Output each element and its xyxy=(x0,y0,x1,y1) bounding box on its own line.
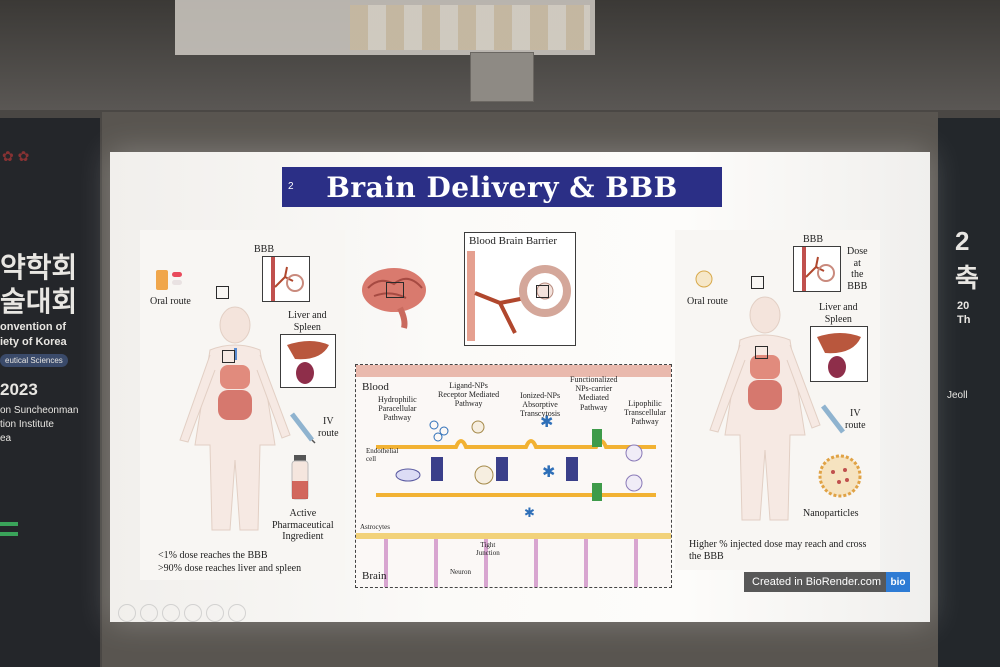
pen-icon[interactable] xyxy=(162,604,180,622)
human-body-illustration xyxy=(179,306,291,531)
banner-year: 2023 xyxy=(0,380,38,399)
neuron-label: Neuron xyxy=(450,568,471,576)
bbb-inset xyxy=(262,256,310,302)
biorender-watermark: Created in BioRender.com bio xyxy=(744,572,910,592)
svg-text:✱: ✱ xyxy=(542,462,555,481)
iv-route-label: IV route xyxy=(318,416,339,439)
svg-text:✱: ✱ xyxy=(540,412,553,431)
nanoparticle-icon xyxy=(818,454,862,498)
vial-icon xyxy=(291,455,309,500)
nanoparticle-small-icon xyxy=(695,270,713,288)
ceiling-reflection xyxy=(350,5,590,50)
vessel-illustration xyxy=(467,251,571,341)
banner-green-bar xyxy=(0,532,18,536)
left-note-2: >90% dose reaches liver and spleen xyxy=(158,563,302,574)
banner-line: iety of Korea xyxy=(0,336,67,348)
banner-line: 20 xyxy=(957,300,970,312)
banner-line: Jeoll xyxy=(947,390,968,401)
banner-pill: eutical Sciences xyxy=(0,354,68,367)
vessel-marker xyxy=(536,285,549,298)
left-banner: ✿ ✿ 약학회 술대회 onvention of iety of Korea e… xyxy=(0,118,100,667)
brain-marker xyxy=(386,282,404,298)
bbb-inset-title: Blood Brain Barrier xyxy=(469,235,557,247)
bbb-zoom-inset: Blood Brain Barrier xyxy=(464,232,576,346)
functionalized-label: Functionalized NPs-carrier Mediated Path… xyxy=(570,375,618,412)
dose-label: Dose at the BBB xyxy=(847,246,868,292)
bbb-label-right: BBB xyxy=(803,234,824,245)
endothelial-label: Endothelial cell xyxy=(366,447,399,464)
liver-marker-right xyxy=(755,346,768,359)
bbb-detail-diagram: ✱ ✱ ✱ Blood Hydrophilic Paracellular Pat… xyxy=(355,364,672,588)
slide-number: 2 xyxy=(288,181,294,192)
ligand-label: Ligand-NPs Receptor Mediated Pathway xyxy=(438,381,500,409)
presentation-slide: 2 Brain Delivery & BBB BBB Oral route Li… xyxy=(110,152,930,622)
pill-icon xyxy=(156,270,182,290)
liver-inset-right xyxy=(810,326,868,382)
banner-line: 술대회 xyxy=(0,286,78,317)
prev-slide-icon[interactable] xyxy=(118,604,136,622)
ceiling xyxy=(0,0,1000,110)
liver-inset xyxy=(280,334,336,388)
banner-line: Th xyxy=(957,314,971,326)
syringe-icon xyxy=(290,412,316,444)
liver-marker xyxy=(222,350,235,363)
bbb-label: BBB xyxy=(254,244,275,255)
banner-venue: on Suncheonman xyxy=(0,405,79,416)
nanoparticles-label: Nanoparticles xyxy=(803,508,859,519)
watermark-text: Created in BioRender.com xyxy=(752,576,882,588)
bbb-inset-right xyxy=(793,246,841,292)
right-panel: BBB Dose at the BBB Oral route Liver and… xyxy=(675,230,880,570)
head-marker xyxy=(216,286,229,299)
tight-junction-label: Tight Junction xyxy=(476,541,500,558)
bbb-cross-section: ✱ ✱ ✱ xyxy=(356,365,671,587)
projector xyxy=(470,52,534,102)
right-note: Higher % injected dose may reach and cro… xyxy=(689,539,867,562)
lipophilic-label: Lipophilic Transcellular Pathway xyxy=(624,399,666,427)
api-label: Active Pharmaceutical Ingredient xyxy=(272,508,334,542)
biorender-logo: bio xyxy=(886,572,910,592)
slide-title-bar: 2 Brain Delivery & BBB xyxy=(282,167,722,207)
liver-spleen-label-right: Liver and Spleen xyxy=(819,302,858,325)
banner-venue: tion Institute xyxy=(0,419,54,430)
banner-line: onvention of xyxy=(0,321,66,333)
right-banner: 2 축 20 Th Jeoll xyxy=(935,118,1000,667)
oral-route-label: Oral route xyxy=(150,296,191,307)
syringe-icon-right xyxy=(821,404,845,434)
brain-label: Brain xyxy=(362,570,387,582)
slides-grid-icon[interactable] xyxy=(184,604,202,622)
iv-route-label-right: IV route xyxy=(845,408,866,431)
head-marker-right xyxy=(751,276,764,289)
banner-decoration: ✿ ✿ xyxy=(2,148,30,164)
left-panel: BBB Oral route Liver and Spleen IV route… xyxy=(140,230,345,580)
banner-green-bar xyxy=(0,522,18,526)
next-slide-icon[interactable] xyxy=(140,604,158,622)
zoom-icon[interactable] xyxy=(206,604,224,622)
hydrophilic-label: Hydrophilic Paracellular Pathway xyxy=(378,395,417,423)
human-body-illustration-right xyxy=(709,296,821,521)
liver-spleen-label: Liver and Spleen xyxy=(288,310,327,333)
ionized-label: Ionized-NPs Absorptive Transcytosis xyxy=(520,391,561,419)
astrocytes-label: Astrocytes xyxy=(360,523,390,531)
banner-line: 2 xyxy=(955,226,970,256)
blood-label: Blood xyxy=(362,381,389,393)
slide-title: Brain Delivery & BBB xyxy=(326,170,678,204)
oral-route-label-right: Oral route xyxy=(687,296,728,307)
banner-line: 약학회 xyxy=(0,252,78,283)
banner-line: 축 xyxy=(955,263,979,293)
banner-venue: ea xyxy=(0,433,12,444)
svg-text:✱: ✱ xyxy=(524,506,535,521)
more-options-icon[interactable] xyxy=(228,604,246,622)
left-note-1: <1% dose reaches the BBB xyxy=(158,550,268,561)
